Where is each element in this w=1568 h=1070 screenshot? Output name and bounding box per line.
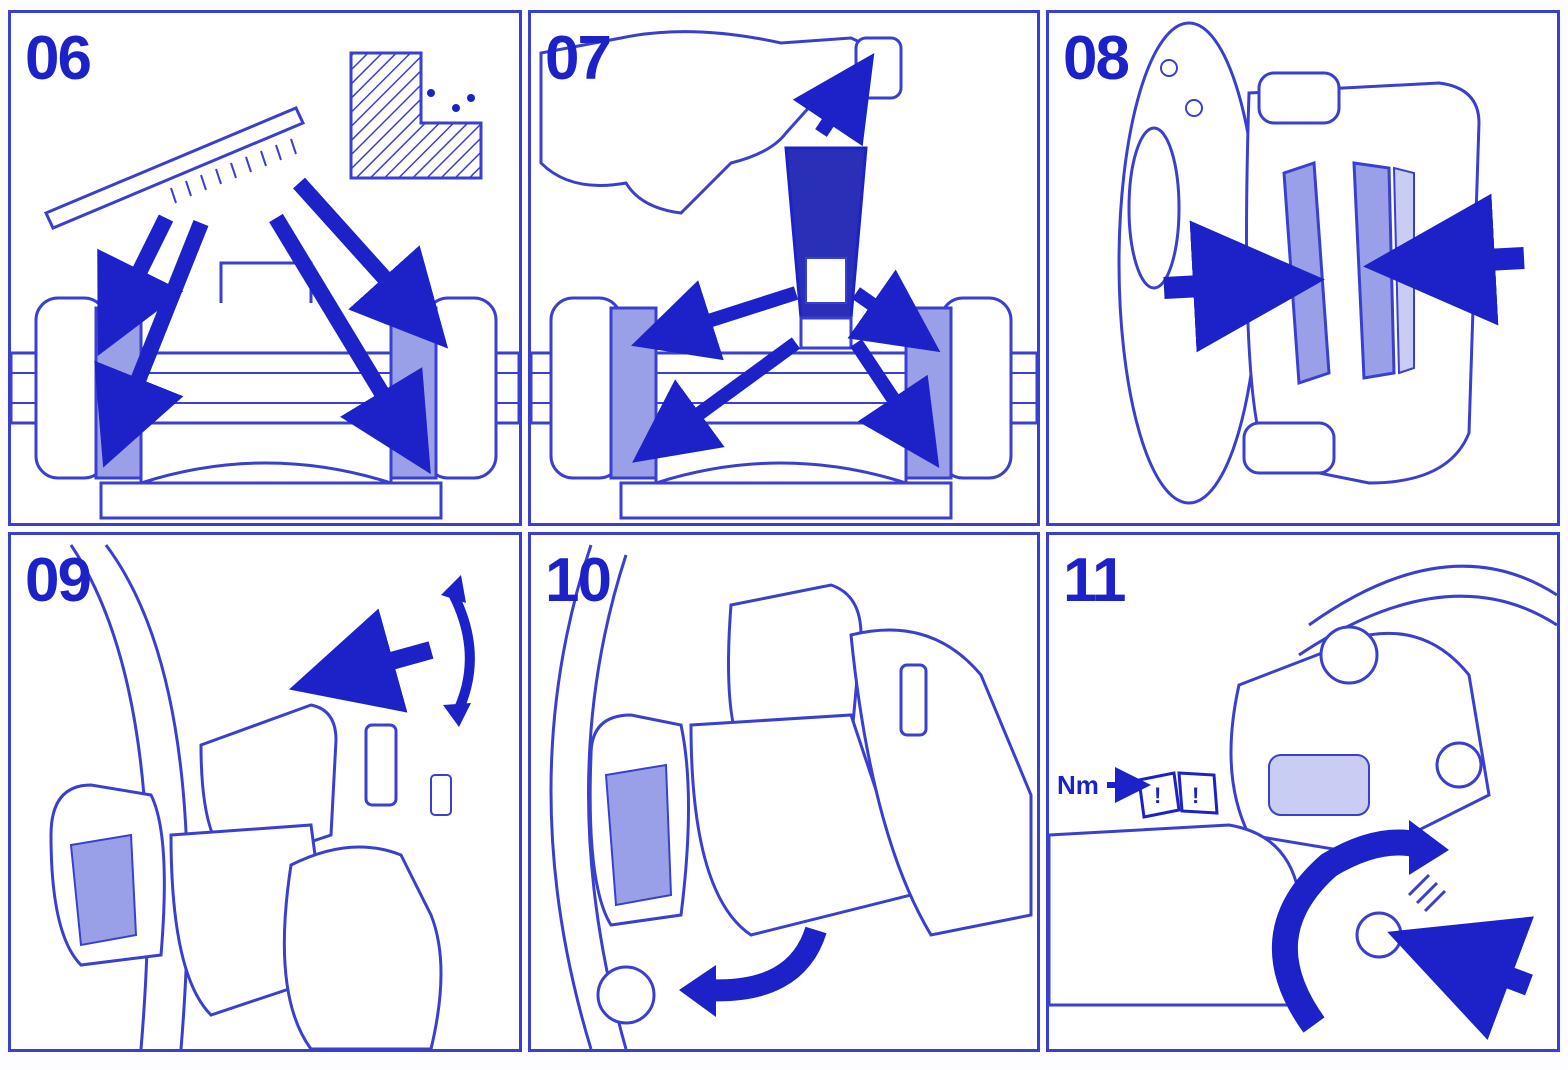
step-number-08: 08 bbox=[1063, 24, 1130, 93]
step-number-09: 09 bbox=[25, 546, 92, 615]
caliper-swing-icon bbox=[49, 544, 475, 1049]
step-number-06: 06 bbox=[25, 24, 92, 93]
step-number-11: 11 bbox=[1063, 546, 1127, 615]
wire-brush-cleaning-icon bbox=[11, 51, 519, 520]
torque-nm-label: Nm bbox=[1057, 770, 1099, 800]
brake-pads-insert-icon bbox=[1117, 21, 1525, 505]
panel-06: 06 bbox=[8, 10, 522, 526]
caliper-rotate-icon bbox=[549, 544, 1033, 1049]
torque-bolt-icon: ! ! bbox=[1049, 564, 1557, 1040]
svg-text:!: ! bbox=[1192, 783, 1199, 808]
step-number-07: 07 bbox=[545, 24, 612, 93]
panel-09: 09 bbox=[8, 532, 522, 1052]
manual-book-icon: ! ! bbox=[1137, 771, 1219, 819]
panel-11: ! ! 11 Nm bbox=[1046, 532, 1560, 1052]
grease-tube-icon bbox=[531, 30, 1037, 520]
panel-10: 10 bbox=[528, 532, 1040, 1052]
step-number-10: 10 bbox=[545, 546, 612, 615]
panel-08: 08 bbox=[1046, 10, 1560, 526]
svg-text:!: ! bbox=[1154, 783, 1161, 808]
panel-07: 07 bbox=[528, 10, 1040, 526]
